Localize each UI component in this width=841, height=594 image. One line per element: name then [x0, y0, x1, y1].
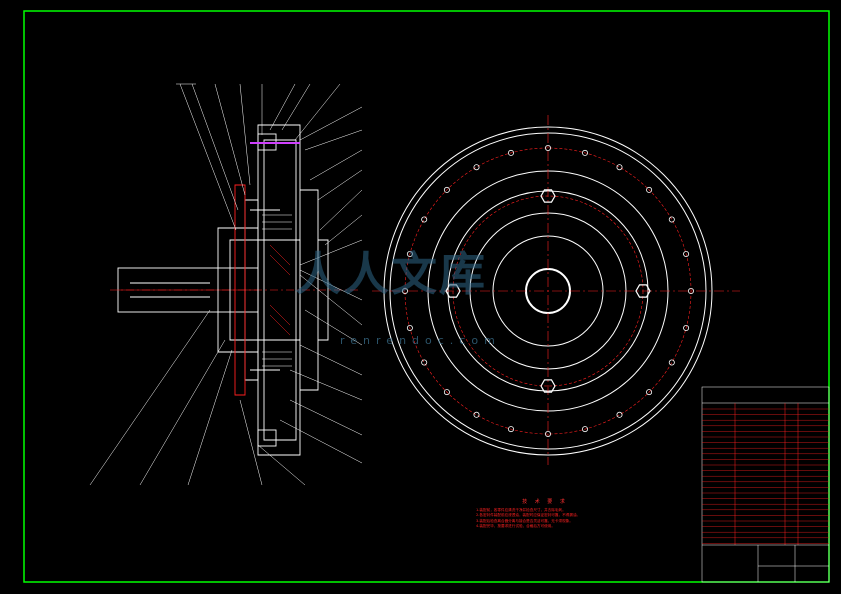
bolt-hole: [668, 359, 675, 366]
bolt-hole: [406, 250, 413, 257]
note-line: 3.装配后检查离合器分离与接合是否灵活可靠，无卡滞现象。: [476, 518, 573, 523]
hex-nut: [635, 284, 651, 298]
bolt-hole: [646, 389, 653, 396]
bolt-hole: [545, 430, 552, 437]
bolt-hole: [473, 164, 480, 171]
bolt-hole: [582, 426, 589, 433]
bolt-hole: [616, 164, 623, 171]
parts-list-rows: [702, 408, 829, 544]
hex-nut: [540, 379, 556, 393]
bolt-hole: [545, 144, 552, 151]
bolt-hole: [683, 250, 690, 257]
bolt-hole: [421, 216, 428, 223]
technical-requirements-title: 技 术 要 求: [522, 499, 568, 505]
note-line: 2.各密封件装配前应浸透油，装配时应保证密封可靠，不得漏油。: [476, 513, 581, 518]
hex-nut: [445, 284, 461, 298]
note-line: 4.装配完毕，按要求进行试验，合格后方可使用。: [476, 524, 555, 529]
bolt-hole: [421, 359, 428, 366]
bolt-hole: [616, 411, 623, 418]
bolt-hole-pattern: [401, 144, 695, 437]
bolt-hole: [443, 186, 450, 193]
bolt-hole: [668, 216, 675, 223]
bolt-hole: [688, 287, 695, 294]
technical-requirements: 1.装配前，各零件应清洗干净并检查尺寸，并去除毛刺。 2.各密封件装配前应浸透油…: [476, 508, 676, 530]
hex-nut: [540, 189, 556, 203]
bolt-hole: [401, 287, 408, 294]
bolt-hole: [507, 149, 514, 156]
bolt-hole: [683, 324, 690, 331]
face-view: [372, 115, 740, 465]
bolt-hole: [507, 426, 514, 433]
bolt-hole: [443, 389, 450, 396]
watermark-brand: 人人文库: [295, 247, 487, 301]
bolt-hole: [582, 149, 589, 156]
bolt-hole: [406, 324, 413, 331]
outer-frame: [23, 10, 830, 583]
note-line: 1.装配前，各零件应清洗干净并检查尺寸，并去除毛刺。: [476, 508, 566, 512]
leader-lines: [89, 83, 363, 486]
hex-nut-pattern: [445, 189, 651, 393]
section-view: [110, 124, 360, 456]
bolt-hole: [473, 411, 480, 418]
bolt-hole: [646, 186, 653, 193]
parts-list-table: [701, 386, 830, 583]
watermark-site: renrendoc.com: [340, 334, 501, 347]
